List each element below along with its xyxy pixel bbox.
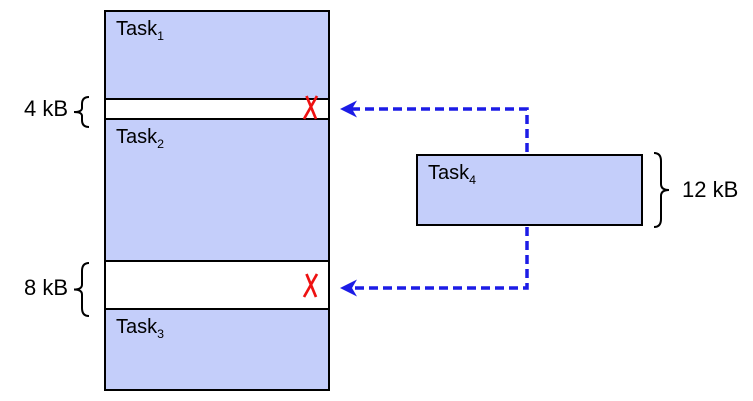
curly-brace-icon bbox=[653, 152, 670, 228]
gap-size-label-8kb: 8 kB bbox=[23, 275, 68, 300]
task1-name: Task bbox=[116, 18, 158, 40]
task2-label: Task2 bbox=[116, 126, 165, 151]
free-gap-4kb bbox=[106, 95, 328, 120]
task4-name: Task bbox=[428, 162, 470, 184]
task3-name: Task bbox=[116, 316, 158, 338]
task4-label: Task4 bbox=[428, 162, 477, 187]
free-gap-8kb bbox=[106, 260, 328, 310]
task4-block: Task4 bbox=[416, 154, 643, 226]
curly-brace-icon bbox=[73, 96, 90, 128]
task3-subscript: 3 bbox=[157, 327, 165, 341]
arrow-left-icon bbox=[340, 100, 357, 118]
task1-subscript: 1 bbox=[157, 29, 165, 43]
dashed-arrow-to-8kb-gap bbox=[340, 227, 529, 297]
task2-block: Task2 bbox=[106, 120, 328, 260]
task3-block: Task3 bbox=[106, 310, 328, 389]
gap-size-label-4kb: 4 kB bbox=[23, 96, 68, 121]
curly-brace-icon bbox=[73, 262, 90, 317]
reject-x-icon bbox=[302, 95, 319, 120]
task4-subscript: 4 bbox=[469, 173, 477, 187]
reject-x-icon bbox=[302, 273, 319, 298]
arrow-left-icon bbox=[340, 279, 357, 297]
task3-label: Task3 bbox=[116, 316, 165, 341]
task1-block: Task1 bbox=[106, 12, 328, 98]
task1-label: Task1 bbox=[116, 18, 165, 43]
task4-size-label: 12 kB bbox=[682, 177, 739, 202]
task2-name: Task bbox=[116, 126, 158, 148]
memory-column: Task1 Task2 Task3 bbox=[104, 10, 330, 391]
task2-subscript: 2 bbox=[157, 137, 165, 151]
dashed-arrow-to-4kb-gap bbox=[340, 100, 529, 153]
